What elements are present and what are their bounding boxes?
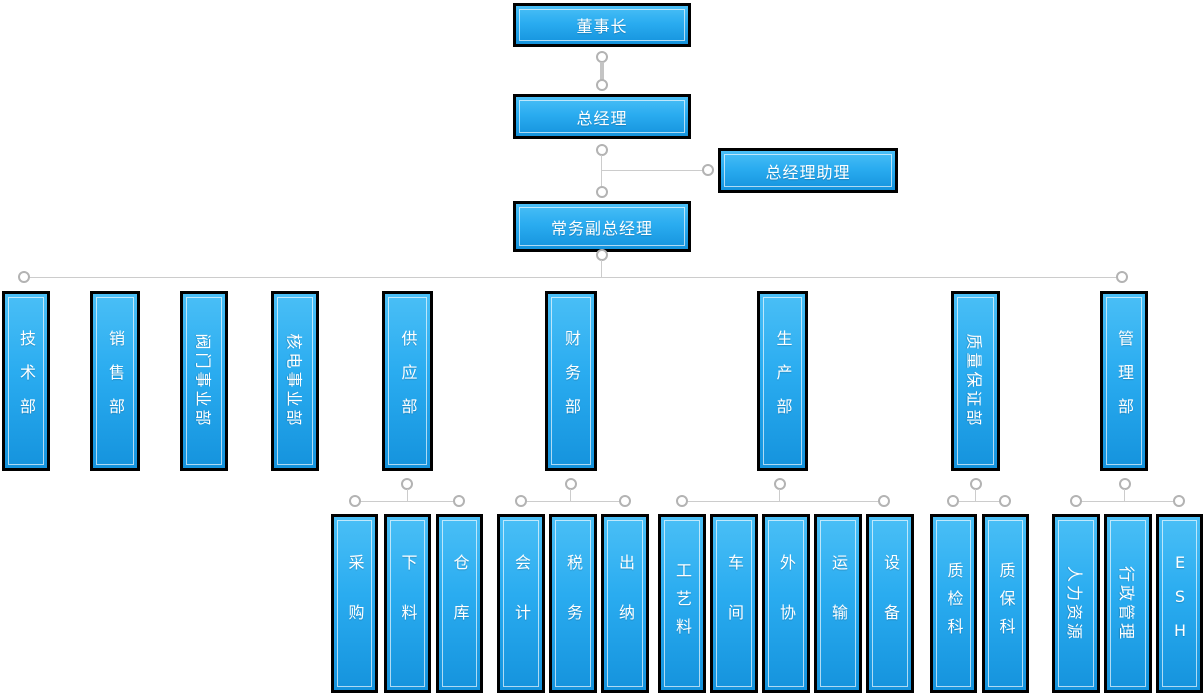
sub-outsourcing-label: 外协 bbox=[777, 553, 796, 654]
sub-administrative-management: 行政管理 bbox=[1104, 514, 1152, 693]
connector-line bbox=[521, 501, 625, 502]
sub-outsourcing: 外协 bbox=[762, 514, 810, 693]
sub-blanking-label: 下料 bbox=[398, 553, 418, 654]
connector-circle bbox=[18, 271, 30, 283]
sub-purchasing: 采购 bbox=[331, 514, 378, 693]
sub-workshop-label: 车间 bbox=[725, 553, 744, 654]
dept-production-label: 生产部 bbox=[773, 330, 793, 432]
dept-technology: 技术部 bbox=[2, 291, 50, 471]
sub-cashier: 出纳 bbox=[601, 514, 649, 693]
connector-circle bbox=[515, 495, 527, 507]
connector-line bbox=[355, 501, 459, 502]
dept-valve-division-label: 阀门事业部 bbox=[193, 333, 213, 429]
sub-quality-inspection: 质检科 bbox=[930, 514, 977, 693]
dept-supply: 供应部 bbox=[382, 291, 433, 471]
dept-quality-assurance: 质量保证部 bbox=[951, 291, 1000, 471]
dept-production: 生产部 bbox=[757, 291, 808, 471]
connector-circle bbox=[596, 144, 608, 156]
connector-line bbox=[1076, 501, 1179, 502]
connector-line bbox=[24, 277, 1122, 278]
connector-line bbox=[601, 155, 602, 187]
connector-circle bbox=[1070, 495, 1082, 507]
sub-human-resources-label: 人力资源 bbox=[1065, 565, 1085, 642]
sub-process-materials: 工艺料 bbox=[658, 514, 706, 693]
connector-line bbox=[407, 489, 408, 501]
dept-supply-label: 供应部 bbox=[398, 330, 418, 432]
sub-equipment-label: 设备 bbox=[881, 553, 900, 654]
connector-line bbox=[1124, 489, 1125, 501]
connector-line bbox=[975, 489, 976, 501]
connector-circle bbox=[596, 79, 608, 91]
dept-nuclear-division-label: 核电事业部 bbox=[284, 333, 304, 429]
connector-circle bbox=[702, 164, 714, 176]
connector-circle bbox=[1119, 478, 1131, 490]
connector-line bbox=[570, 489, 571, 501]
connector-circle bbox=[596, 186, 608, 198]
sub-workshop: 车间 bbox=[710, 514, 758, 693]
connector-circle bbox=[676, 495, 688, 507]
sub-warehouse: 仓库 bbox=[436, 514, 483, 693]
dept-finance-label: 财务部 bbox=[562, 330, 581, 432]
connector-line bbox=[602, 170, 702, 171]
sub-human-resources: 人力资源 bbox=[1052, 514, 1100, 693]
node-deputy-gm-label: 常务副总经理 bbox=[550, 218, 653, 238]
sub-accounting-label: 会计 bbox=[512, 553, 531, 654]
dept-nuclear-division: 核电事业部 bbox=[271, 291, 319, 471]
connector-circle bbox=[453, 495, 465, 507]
sub-accounting: 会计 bbox=[497, 514, 545, 693]
sub-tax: 税务 bbox=[549, 514, 597, 693]
sub-transport: 运输 bbox=[814, 514, 862, 693]
sub-blanking: 下料 bbox=[384, 514, 431, 693]
sub-quality-assurance-section-label: 质保科 bbox=[996, 561, 1016, 646]
connector-circle bbox=[774, 478, 786, 490]
sub-administrative-management-label: 行政管理 bbox=[1117, 565, 1137, 642]
dept-finance: 财务部 bbox=[545, 291, 597, 471]
sub-esh-label: ESH bbox=[1170, 552, 1190, 655]
connector-line bbox=[953, 501, 1005, 502]
dept-administration-label: 管理部 bbox=[1115, 330, 1134, 432]
connector-circle bbox=[970, 478, 982, 490]
connector-circle bbox=[349, 495, 361, 507]
sub-quality-assurance-section: 质保科 bbox=[982, 514, 1029, 693]
node-general-manager-label: 总经理 bbox=[576, 108, 628, 128]
sub-cashier-label: 出纳 bbox=[616, 553, 635, 654]
connector-line bbox=[682, 501, 884, 502]
connector-circle bbox=[619, 495, 631, 507]
connector-line bbox=[779, 489, 780, 501]
connector-circle bbox=[878, 495, 890, 507]
dept-administration: 管理部 bbox=[1100, 291, 1148, 471]
sub-purchasing-label: 采购 bbox=[345, 553, 365, 654]
connector-line bbox=[600, 62, 604, 80]
node-chairman: 董事长 bbox=[513, 3, 691, 47]
connector-circle bbox=[596, 249, 608, 261]
node-gm-assistant-label: 总经理助理 bbox=[765, 162, 851, 182]
connector-circle bbox=[565, 478, 577, 490]
dept-sales-label: 销售部 bbox=[106, 330, 125, 432]
sub-transport-label: 运输 bbox=[829, 553, 848, 654]
sub-warehouse-label: 仓库 bbox=[450, 553, 470, 654]
sub-equipment: 设备 bbox=[866, 514, 914, 693]
node-general-manager: 总经理 bbox=[513, 94, 691, 139]
connector-circle bbox=[999, 495, 1011, 507]
connector-line bbox=[601, 260, 602, 277]
dept-sales: 销售部 bbox=[90, 291, 140, 471]
connector-circle bbox=[1116, 271, 1128, 283]
node-gm-assistant: 总经理助理 bbox=[718, 148, 898, 193]
connector-circle bbox=[1173, 495, 1185, 507]
dept-technology-label: 技术部 bbox=[17, 330, 36, 432]
sub-quality-inspection-label: 质检科 bbox=[944, 561, 964, 646]
node-deputy-gm: 常务副总经理 bbox=[513, 201, 691, 252]
sub-tax-label: 税务 bbox=[564, 553, 583, 654]
sub-esh: ESH bbox=[1156, 514, 1203, 693]
connector-circle bbox=[947, 495, 959, 507]
dept-quality-assurance-label: 质量保证部 bbox=[964, 333, 984, 429]
node-chairman-label: 董事长 bbox=[576, 17, 628, 36]
dept-valve-division: 阀门事业部 bbox=[180, 291, 228, 471]
sub-process-materials-label: 工艺料 bbox=[673, 561, 692, 646]
